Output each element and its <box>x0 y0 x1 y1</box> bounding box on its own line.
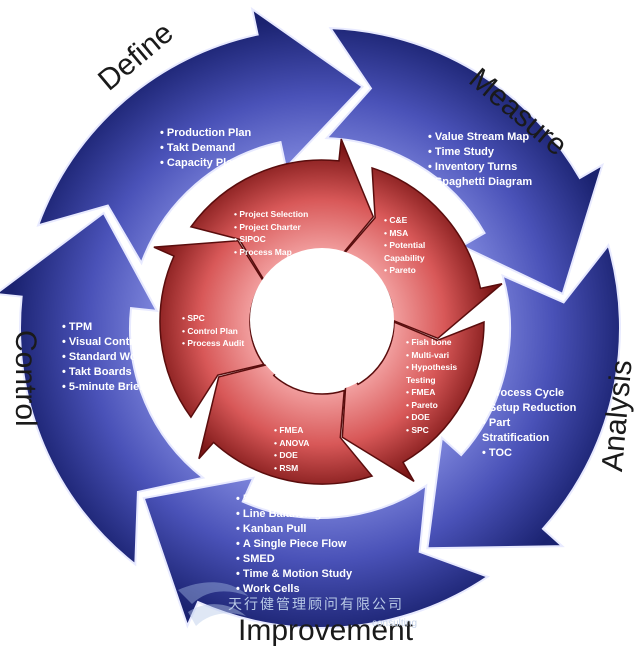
list-item: Value Stream Map <box>428 130 540 145</box>
list-item: Setup Reduction <box>482 401 578 416</box>
list-item: A Single Piece Flow <box>236 537 352 552</box>
list-item: SMED <box>236 552 352 567</box>
list-item: RSM <box>274 462 309 475</box>
list-item: Visual Control <box>62 335 159 350</box>
list-item: Hypothesis Testing <box>406 361 476 386</box>
list-item: SIPOC <box>234 233 308 246</box>
analysis-tools-list: Process Cycle Setup Reduction Part Strat… <box>482 386 578 461</box>
list-item: Process Audit <box>182 337 246 350</box>
list-item: Capacity Planning <box>160 156 262 171</box>
control-tools-list: TPM Visual Control Standard Work Takt Bo… <box>62 320 159 395</box>
define-tools-list: Production Plan Takt Demand Capacity Pla… <box>160 126 262 171</box>
inner-define-tools-list: Project Selection Project Charter SIPOC … <box>234 208 308 258</box>
list-item: Pareto <box>384 264 446 277</box>
list-item: Time & Motion Study <box>236 567 352 582</box>
center-hub <box>250 248 394 392</box>
list-item: Takt Demand <box>160 141 262 156</box>
list-item: Process Map <box>234 246 308 259</box>
list-item: SPC <box>406 424 476 437</box>
inner-analysis-tools-list: Fish bone Multi-vari Hypothesis Testing … <box>406 336 476 436</box>
list-item: Project Selection <box>234 208 308 221</box>
list-item: Potential Capability <box>384 239 446 264</box>
list-item: SPC <box>182 312 246 325</box>
list-item: Project Charter <box>234 221 308 234</box>
list-item: MSA <box>384 227 446 240</box>
list-item: Process Cycle <box>482 386 578 401</box>
list-item: Pareto <box>406 399 476 412</box>
inner-measure-tools-list: C&E MSA Potential Capability Pareto <box>384 214 446 277</box>
list-item: Spaghetti Diagram <box>428 175 540 190</box>
list-item: ANOVA <box>274 437 309 450</box>
list-item: Part Stratification <box>482 416 578 446</box>
measure-tools-list: Value Stream Map Time Study Inventory Tu… <box>428 130 540 190</box>
list-item: TOC <box>482 446 578 461</box>
list-item: 5-minute Briefing <box>62 380 159 395</box>
improvement-tools-list: 5S Line Balancing Kanban Pull A Single P… <box>236 492 352 597</box>
list-item: 5S <box>236 492 352 507</box>
phase-title-improvement: Improvement <box>238 614 414 647</box>
list-item: TPM <box>62 320 159 335</box>
watermark-logo-icon <box>178 582 248 626</box>
list-item: C&E <box>384 214 446 227</box>
inner-improve-tools-list: FMEA ANOVA DOE RSM <box>274 424 309 474</box>
list-item: Fish bone <box>406 336 476 349</box>
inner-arrow-improve <box>198 357 374 485</box>
list-item: Inventory Turns <box>428 160 540 175</box>
list-item: FMEA <box>406 386 476 399</box>
list-item: Takt Boards <box>62 365 159 380</box>
list-item: FMEA <box>274 424 309 437</box>
watermark-company-name: 天行健管理顾问有限公司 <box>228 596 404 612</box>
list-item: Production Plan <box>160 126 262 141</box>
inner-control-tools-list: SPC Control Plan Process Audit <box>182 312 246 350</box>
phase-title-control: Control <box>9 330 42 427</box>
watermark-tagline: consulting <box>372 618 418 629</box>
list-item: Standard Work <box>62 350 159 365</box>
list-item: Line Balancing <box>236 507 352 522</box>
list-item: Kanban Pull <box>236 522 352 537</box>
list-item: DOE <box>274 449 309 462</box>
list-item: DOE <box>406 411 476 424</box>
list-item: Time Study <box>428 145 540 160</box>
list-item: Work Cells <box>236 582 352 597</box>
list-item: Multi-vari <box>406 349 476 362</box>
list-item: Control Plan <box>182 325 246 338</box>
